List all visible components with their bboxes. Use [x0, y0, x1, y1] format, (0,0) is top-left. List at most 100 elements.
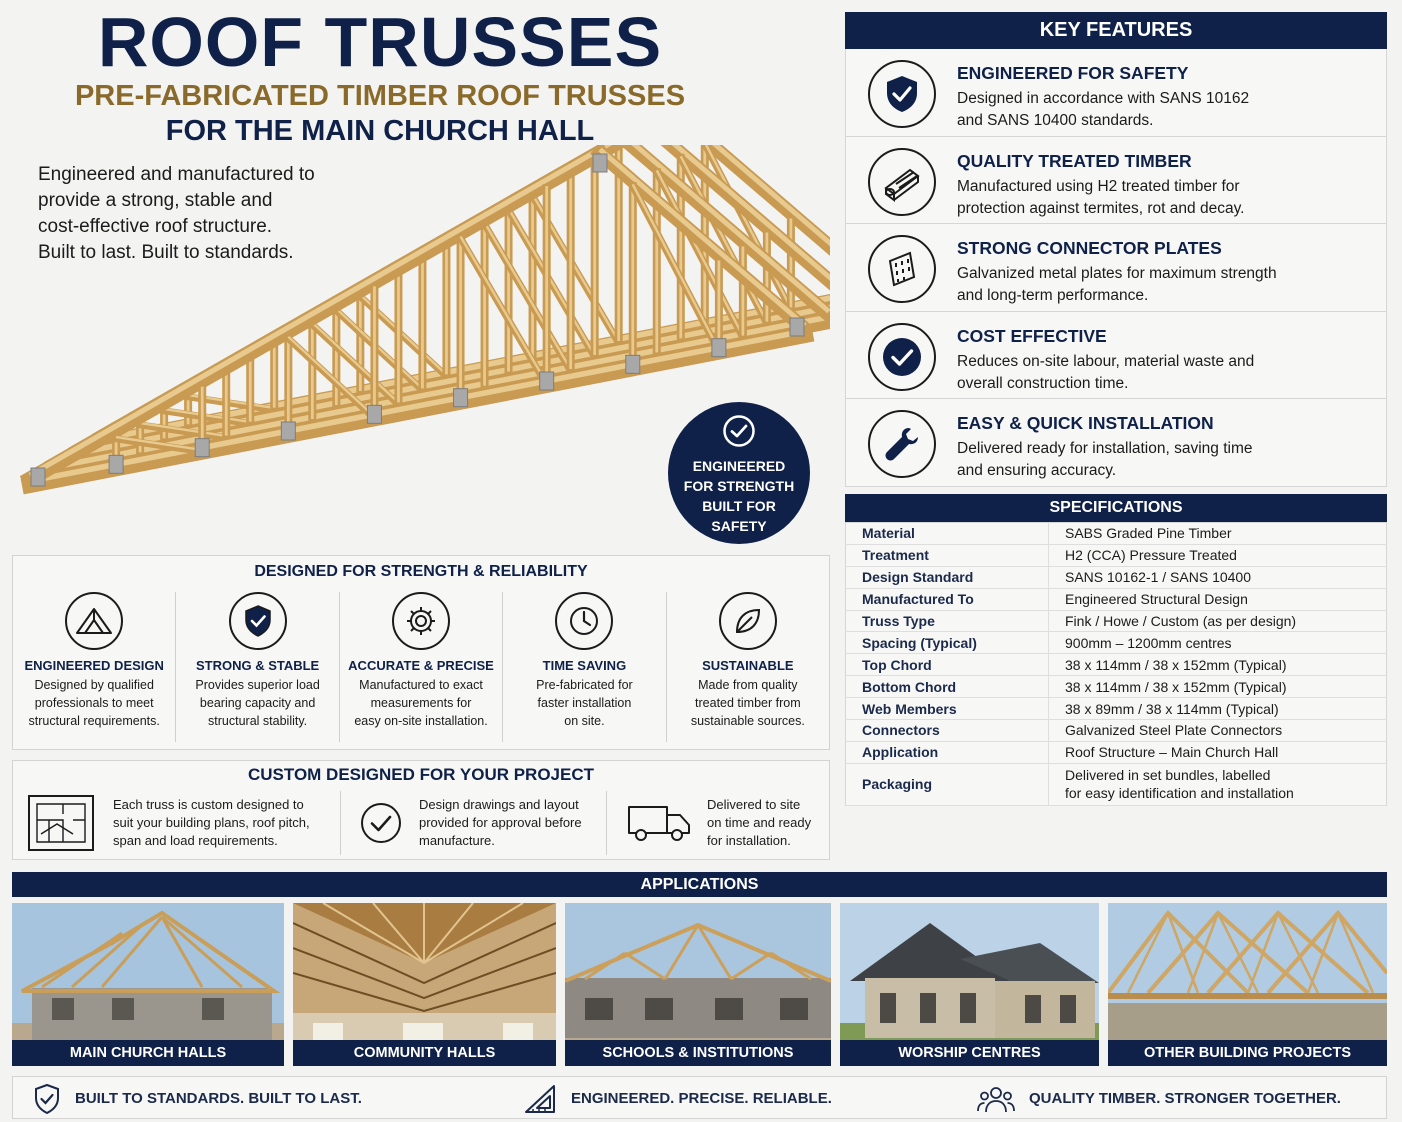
- key-feature-item: COST EFFECTIVE Reduces on-site labour, m…: [845, 311, 1387, 399]
- web-diagonal-highlight: [631, 183, 720, 351]
- web-diagonal: [160, 406, 255, 428]
- footer-item: QUALITY TIMBER. STRONGER TOGETHER.: [977, 1077, 1341, 1120]
- application-caption: COMMUNITY HALLS: [293, 1040, 556, 1066]
- web-diagonal: [283, 333, 380, 424]
- intro-line: Engineered and manufactured to: [38, 164, 315, 185]
- badge-line: FOR STRENGTH: [683, 478, 795, 494]
- custom-text: Delivered to site on time and ready for …: [707, 797, 812, 848]
- top-chord: [19, 145, 611, 490]
- key-feature-item: STRONG CONNECTOR PLATES Galvanized metal…: [845, 224, 1387, 312]
- application-tile: COMMUNITY HALLS: [293, 903, 556, 1066]
- key-features-list: ENGINEERED FOR SAFETY Designed in accord…: [845, 49, 1387, 487]
- feature-text: Manufactured to exact measurements for e…: [354, 678, 488, 728]
- feature-accurate-precise: ACCURATE & PRECISE Manufactured to exact…: [340, 592, 504, 742]
- badge-line: BUILT FOR: [702, 498, 776, 514]
- web-diagonal: [136, 420, 231, 442]
- key-feature-title: QUALITY TREATED TIMBER: [957, 150, 1192, 171]
- applications-header: APPLICATIONS: [12, 872, 1387, 897]
- key-feature-text: Galvanized metal plates for maximum stre…: [957, 265, 1277, 304]
- top-chord-highlight: [631, 145, 830, 314]
- application-caption: MAIN CHURCH HALLS: [12, 1040, 284, 1066]
- designed-for-strength-panel: DESIGNED FOR STRENGTH & RELIABILITY ENGI…: [12, 555, 830, 750]
- designed-title: DESIGNED FOR STRENGTH & RELIABILITY: [254, 563, 588, 580]
- custom-title: CUSTOM DESIGNED FOR YOUR PROJECT: [247, 765, 595, 784]
- connector-plate: [789, 317, 805, 337]
- web-diagonal-highlight: [335, 307, 424, 390]
- check-badge-icon: [868, 322, 936, 391]
- key-feature-item: EASY & QUICK INSTALLATION Delivered read…: [845, 399, 1387, 487]
- key-feature-title: EASY & QUICK INSTALLATION: [957, 413, 1214, 433]
- community-hall-photo: [293, 903, 556, 1066]
- web-diagonal: [307, 319, 404, 410]
- check-circle-icon: [361, 803, 401, 843]
- feature-engineered-design: ENGINEERED DESIGN Designed by qualified …: [13, 592, 177, 742]
- footer-text: QUALITY TIMBER. STRONGER TOGETHER.: [1029, 1090, 1341, 1107]
- page-subtitle: PRE-FABRICATED TIMBER ROOF TRUSSES: [74, 80, 686, 112]
- application-caption: SCHOOLS & INSTITUTIONS: [565, 1040, 831, 1066]
- custom-text: Design drawings and layout provided for …: [419, 797, 582, 848]
- bottom-chord: [20, 325, 815, 495]
- intro-line: provide a strong, stable and: [38, 190, 273, 211]
- clock-icon: [555, 592, 614, 650]
- key-feature-item: QUALITY TREATED TIMBER Manufactured usin…: [845, 136, 1387, 224]
- shield-check-icon: [868, 60, 936, 128]
- connector-plate: [625, 354, 641, 374]
- specifications-header: SPECIFICATIONS: [845, 494, 1387, 522]
- application-tile: OTHER BUILDING PROJECTS: [1108, 903, 1387, 1066]
- bottom-chord-highlight: [77, 304, 830, 456]
- footer-item: BUILT TO STANDARDS. BUILT TO LAST.: [33, 1077, 362, 1120]
- top-chord-highlight: [598, 147, 807, 328]
- bottom-chord-highlight: [101, 295, 830, 442]
- application-tile: MAIN CHURCH HALLS: [12, 903, 284, 1066]
- bottom-chord-highlight: [53, 314, 830, 470]
- connector-plate: [539, 371, 555, 391]
- custom-designed-panel: CUSTOM DESIGNED FOR YOUR PROJECT Each tr…: [12, 760, 830, 860]
- set-square-icon: [525, 1084, 555, 1113]
- web-diagonal-highlight: [459, 235, 548, 384]
- gear-icon: [392, 592, 451, 650]
- application-caption: WORSHIP CENTRES: [840, 1040, 1099, 1066]
- custom-item-approval: Design drawings and layout provided for …: [341, 791, 607, 855]
- truss-icon: [65, 592, 124, 650]
- shield-check-icon: [35, 1083, 59, 1114]
- key-feature-item: ENGINEERED FOR SAFETY Designed in accord…: [845, 49, 1387, 137]
- connector-plate: [453, 388, 469, 408]
- application-tile: WORSHIP CENTRES: [840, 903, 1099, 1066]
- key-feature-text: Reduces on-site labour, material waste a…: [957, 352, 1255, 392]
- roof-truss-illustration: [19, 145, 830, 495]
- top-chord-highlight: [671, 145, 830, 281]
- feature-text: Provides superior load bearing capacity …: [195, 678, 320, 728]
- web-diagonal-highlight: [139, 421, 227, 438]
- timber-logs-icon: [868, 147, 936, 216]
- web-diagonal: [112, 434, 207, 456]
- footer-text: BUILT TO STANDARDS. BUILT TO LAST.: [75, 1090, 362, 1107]
- intro-line: cost-effective roof structure.: [38, 216, 273, 237]
- bottom-chord-highlight: [29, 328, 806, 484]
- custom-text: Each truss is custom designed to suit yo…: [113, 797, 310, 848]
- connector-plate: [592, 153, 608, 173]
- web-diagonal-highlight: [115, 435, 203, 452]
- spec-row-packaging: Packaging Delivered in set bundles, labe…: [845, 763, 1387, 806]
- feature-title: STRONG & STABLE: [195, 658, 320, 673]
- feature-title: ACCURATE & PRECISE: [348, 658, 494, 673]
- shield-check-icon: [228, 592, 287, 650]
- feature-text: Made from quality treated timber from su…: [690, 678, 805, 728]
- feature-title: SUSTAINABLE: [702, 658, 794, 673]
- custom-item-design: Each truss is custom designed to suit yo…: [13, 791, 341, 855]
- badge-line: SAFETY: [711, 518, 767, 534]
- wrench-icon: [868, 410, 936, 478]
- key-feature-title: COST EFFECTIVE: [957, 325, 1107, 346]
- application-caption: OTHER BUILDING PROJECTS: [1108, 1040, 1387, 1066]
- web-diagonal-highlight: [311, 321, 400, 404]
- connector-plate: [108, 454, 124, 474]
- top-chord-highlight: [28, 146, 602, 478]
- worship-centre-photo: [840, 903, 1099, 1066]
- spec-row: Spacing (Typical)900mm – 1200mm centres: [845, 631, 1387, 655]
